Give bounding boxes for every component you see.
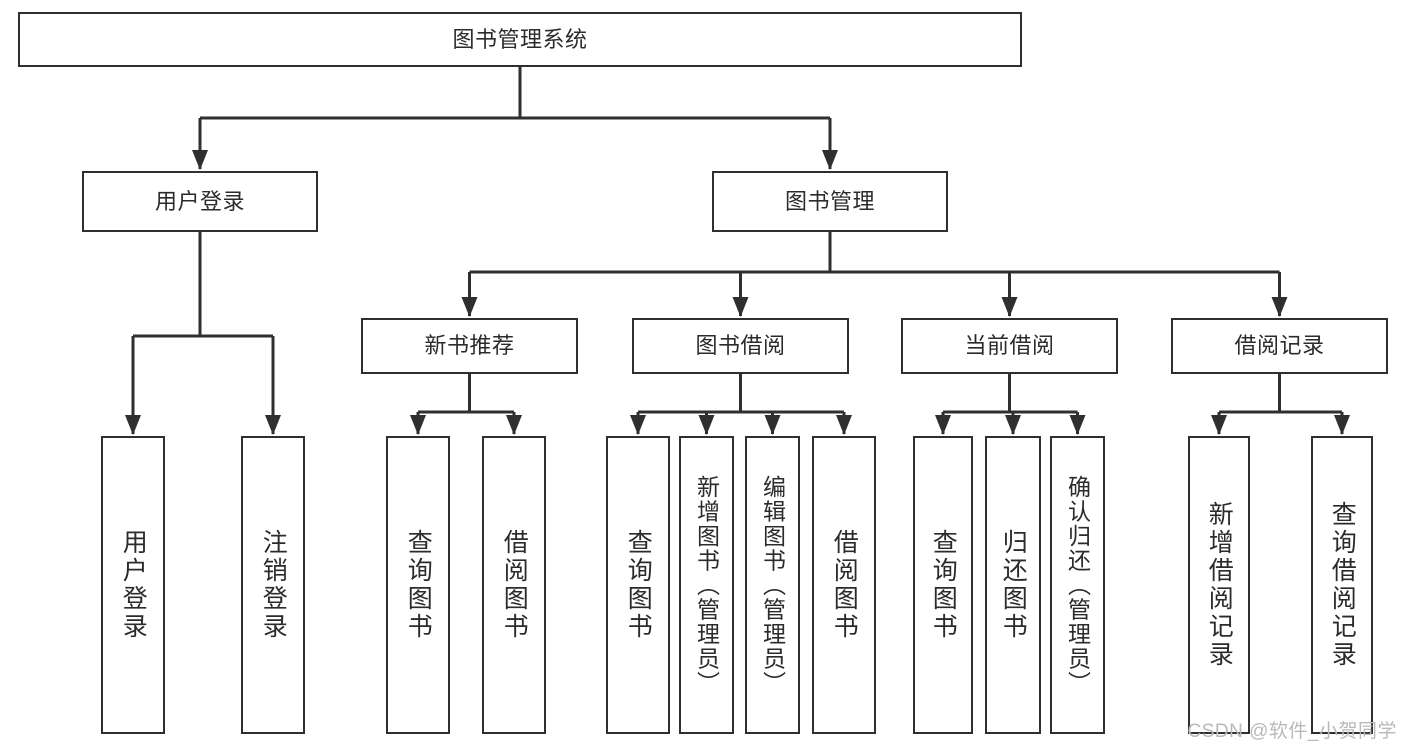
leaf-node[interactable]: 查询图书 (386, 436, 450, 734)
leaf-node[interactable]: 查询借阅记录 (1311, 436, 1373, 734)
leaf-node[interactable]: 新增借阅记录 (1188, 436, 1250, 734)
branch-node[interactable]: 图书借阅 (632, 318, 849, 374)
leaf-node[interactable]: 注销登录 (241, 436, 305, 734)
leaf-node[interactable]: 确认归还（管理员） (1050, 436, 1105, 734)
node-label: 当前借阅 (964, 333, 1055, 358)
leaf-node[interactable]: 新增图书（管理员） (679, 436, 734, 734)
node-label: 新书推荐 (424, 333, 515, 358)
branch-node[interactable]: 借阅记录 (1171, 318, 1388, 374)
node-label: 借阅记录 (1234, 333, 1325, 358)
node-label: 查询借阅记录 (1328, 501, 1357, 669)
node-label: 用户登录 (119, 529, 148, 641)
leaf-node[interactable]: 借阅图书 (482, 436, 546, 734)
node-label: 确认归还（管理员） (1064, 474, 1091, 696)
branch-node[interactable]: 新书推荐 (361, 318, 578, 374)
leaf-node[interactable]: 查询图书 (606, 436, 670, 734)
node-label: 注销登录 (259, 529, 288, 641)
node-label: 借阅图书 (830, 529, 859, 641)
node-label: 用户登录 (154, 188, 245, 214)
branch-node[interactable]: 当前借阅 (901, 318, 1118, 374)
node-label: 图书借阅 (695, 333, 786, 358)
node-label: 图书管理 (784, 188, 875, 214)
node-label: 查询图书 (404, 529, 433, 641)
leaf-node[interactable]: 编辑图书（管理员） (745, 436, 800, 734)
watermark-text: CSDN @软件_小贺同学 (1187, 721, 1397, 742)
node-label: 归还图书 (999, 529, 1028, 641)
branch-node[interactable]: 图书管理 (712, 171, 948, 232)
node-label: 新增借阅记录 (1205, 501, 1234, 669)
branch-node[interactable]: 用户登录 (82, 171, 318, 232)
node-label: 编辑图书（管理员） (759, 474, 786, 696)
node-label: 新增图书（管理员） (693, 474, 720, 696)
leaf-node[interactable]: 归还图书 (985, 436, 1041, 734)
leaf-node[interactable]: 用户登录 (101, 436, 165, 734)
leaf-node[interactable]: 借阅图书 (812, 436, 876, 734)
node-label: 图书管理系统 (452, 26, 588, 52)
node-label: 借阅图书 (500, 529, 529, 641)
node-label: 查询图书 (624, 529, 653, 641)
branch-node[interactable]: 图书管理系统 (18, 12, 1022, 67)
node-label: 查询图书 (929, 529, 958, 641)
leaf-node[interactable]: 查询图书 (913, 436, 973, 734)
